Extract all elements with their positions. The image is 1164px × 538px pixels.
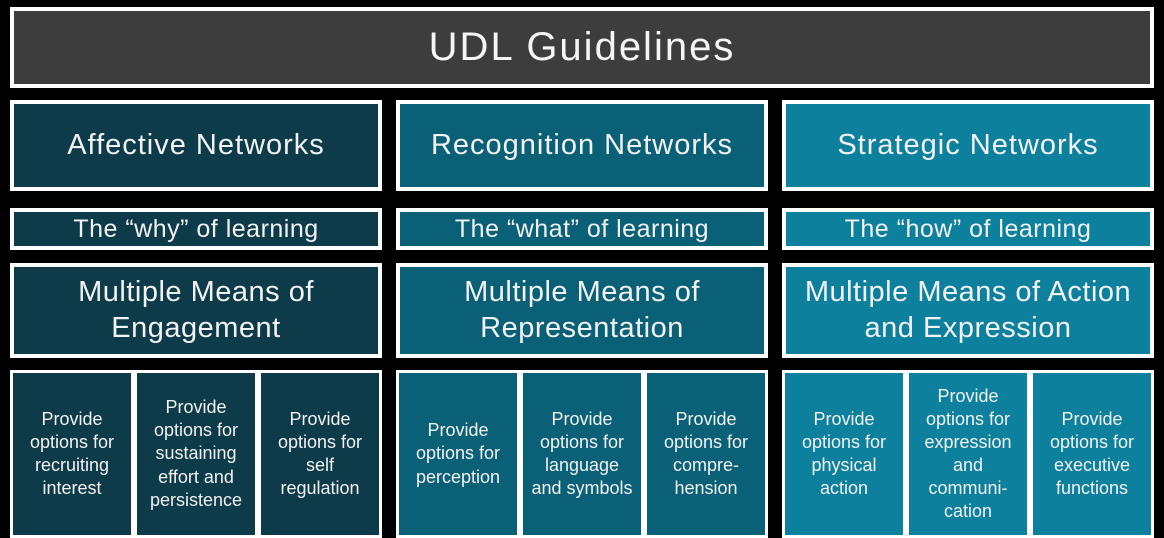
why-of-learning-box: The “why” of learning — [10, 208, 382, 250]
strategic-options-group: Provide options for physical action Prov… — [782, 370, 1154, 538]
means-representation-label: Multiple Means of Representation — [464, 276, 700, 344]
recognition-options-group: Provide options for perception Provide o… — [396, 370, 768, 538]
recognition-networks-box: Recognition Networks — [396, 100, 768, 191]
strategic-networks-label: Strategic Networks — [837, 129, 1099, 161]
means-engagement-box: Multiple Means of Engagement — [10, 263, 382, 358]
option-recruiting-interest: Provide options for recruiting interest — [10, 370, 134, 538]
means-action-expression-label: Multiple Means of Action and Expression — [804, 276, 1132, 344]
what-of-learning-box: The “what” of learning — [396, 208, 768, 250]
option-executive-functions: Provide options for executive functions — [1030, 370, 1154, 538]
what-of-learning-label: The “what” of learning — [454, 214, 710, 243]
row-learning: The “why” of learning The “what” of lear… — [0, 208, 1164, 250]
option-comprehension: Provide options for compre‑ hension — [644, 370, 768, 538]
means-representation-box: Multiple Means of Representation — [396, 263, 768, 358]
option-perception: Provide options for perception — [396, 370, 520, 538]
option-language-symbols: Provide options for language and symbols — [520, 370, 644, 538]
why-of-learning-label: The “why” of learning — [73, 214, 319, 243]
how-of-learning-label: The “how” of learning — [844, 214, 1092, 243]
affective-networks-box: Affective Networks — [10, 100, 382, 191]
means-engagement-label: Multiple Means of Engagement — [78, 276, 314, 344]
row-options: Provide options for recruiting interest … — [0, 370, 1164, 538]
option-self-regulation: Provide options for self regulation — [258, 370, 382, 538]
affective-options-group: Provide options for recruiting interest … — [10, 370, 382, 538]
strategic-networks-box: Strategic Networks — [782, 100, 1154, 191]
affective-networks-label: Affective Networks — [67, 129, 325, 161]
recognition-networks-label: Recognition Networks — [430, 129, 734, 161]
option-expression-communication: Provide options for expression and commu… — [906, 370, 1030, 538]
how-of-learning-box: The “how” of learning — [782, 208, 1154, 250]
row-means: Multiple Means of Engagement Multiple Me… — [0, 263, 1164, 358]
header-banner: UDL Guidelines — [10, 7, 1154, 88]
page-title: UDL Guidelines — [428, 25, 736, 69]
means-action-expression-box: Multiple Means of Action and Expression — [782, 263, 1154, 358]
row-networks: Affective Networks Recognition Networks … — [0, 100, 1164, 191]
option-physical-action: Provide options for physical action — [782, 370, 906, 538]
option-sustaining-effort: Provide options for sustaining effort an… — [134, 370, 258, 538]
